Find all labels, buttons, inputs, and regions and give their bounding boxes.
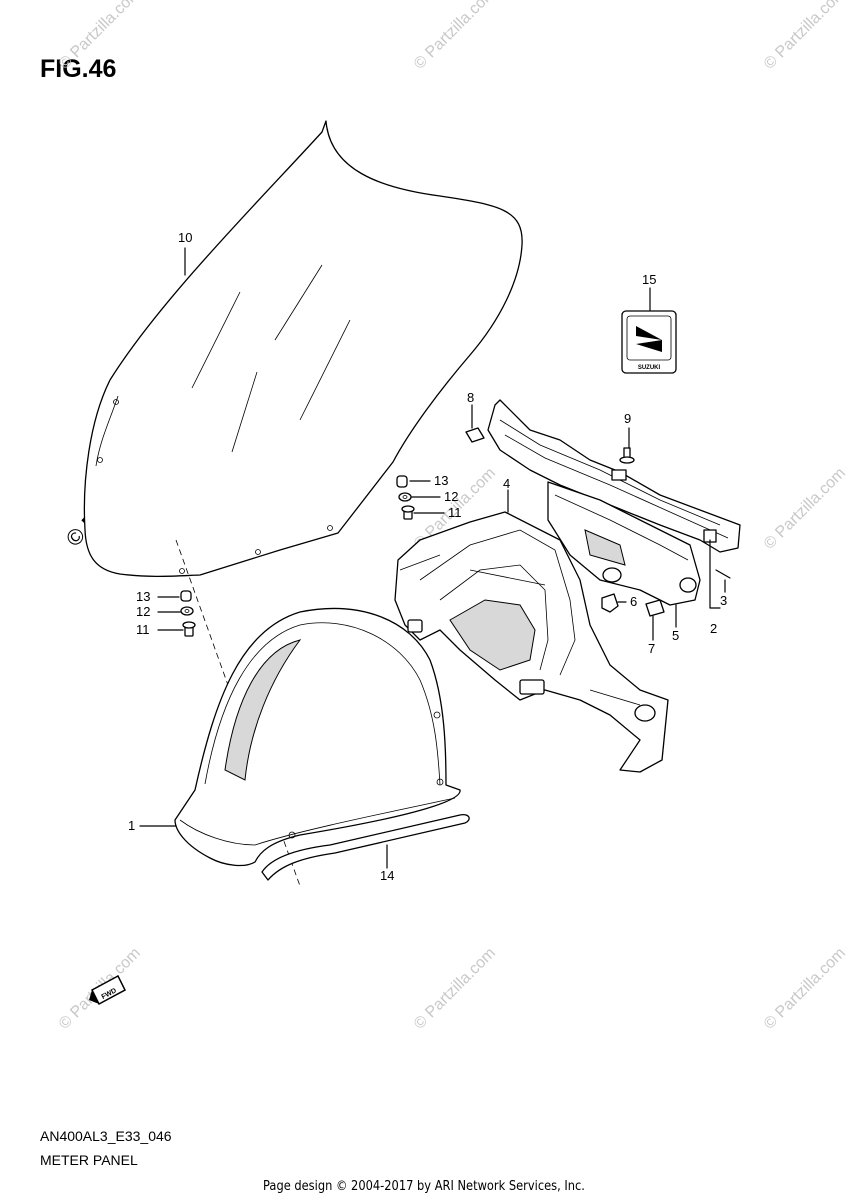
callout-4: 4 [503, 476, 510, 491]
screw-part-9[interactable] [619, 447, 635, 464]
figure-title: FIG.46 [40, 55, 117, 83]
spacer-part-13-left[interactable] [180, 590, 192, 602]
callout-12: 12 [136, 604, 150, 619]
suzuki-logo-text: SUZUKI [638, 365, 661, 371]
washer-part-12-left[interactable] [180, 606, 194, 616]
callout-1: 1 [128, 818, 135, 833]
callout-9: 9 [624, 411, 631, 426]
callout-12: 12 [444, 489, 458, 504]
screw-part-11-right[interactable] [401, 505, 415, 520]
watermark: © Partzilla.com [411, 0, 499, 73]
watermark: © Partzilla.com [56, 0, 144, 73]
nut-clip-part-7[interactable] [645, 599, 665, 617]
callout-10: 10 [178, 230, 192, 245]
callout-15: 15 [642, 272, 656, 287]
bracket-part-5[interactable] [547, 481, 701, 606]
callout-5: 5 [672, 628, 679, 643]
diagram-code: AN400AL3_E33_046 [40, 1128, 172, 1144]
clip-part-6[interactable] [601, 593, 619, 613]
bracket-part-2[interactable] [487, 399, 741, 553]
diagram-name: METER PANEL [40, 1152, 138, 1168]
callout-13: 13 [136, 589, 150, 604]
watermark: © Partzilla.com [761, 945, 848, 1033]
screen-base-part-1[interactable] [174, 608, 461, 867]
pin-part-3[interactable] [715, 569, 731, 579]
emblem-part-15[interactable]: SUZUKI [621, 310, 677, 374]
watermark: © Partzilla.com [761, 465, 848, 553]
watermark: © Partzilla.com [761, 0, 848, 73]
callout-8: 8 [467, 390, 474, 405]
callout-13: 13 [434, 473, 448, 488]
callout-11: 11 [448, 505, 462, 520]
callout-11: 11 [136, 622, 150, 637]
screw-part-11-left[interactable] [182, 621, 196, 637]
clip-part-8[interactable] [465, 427, 485, 443]
leader-line [709, 539, 721, 609]
callout-2: 2 [710, 621, 717, 636]
callout-14: 14 [380, 868, 394, 883]
suzuki-s-logo-icon [636, 326, 662, 352]
washer-part-12-right[interactable] [398, 492, 412, 502]
page-footer: Page design © 2004-2017 by ARI Network S… [263, 1179, 585, 1194]
seal-strip-part-14[interactable] [261, 813, 470, 881]
callout-7: 7 [648, 641, 655, 656]
watermark: © Partzilla.com [411, 945, 499, 1033]
spacer-part-13-right[interactable] [396, 475, 408, 488]
callout-6: 6 [630, 594, 637, 609]
windscreen-part-10[interactable] [83, 120, 523, 578]
callout-3: 3 [720, 593, 727, 608]
